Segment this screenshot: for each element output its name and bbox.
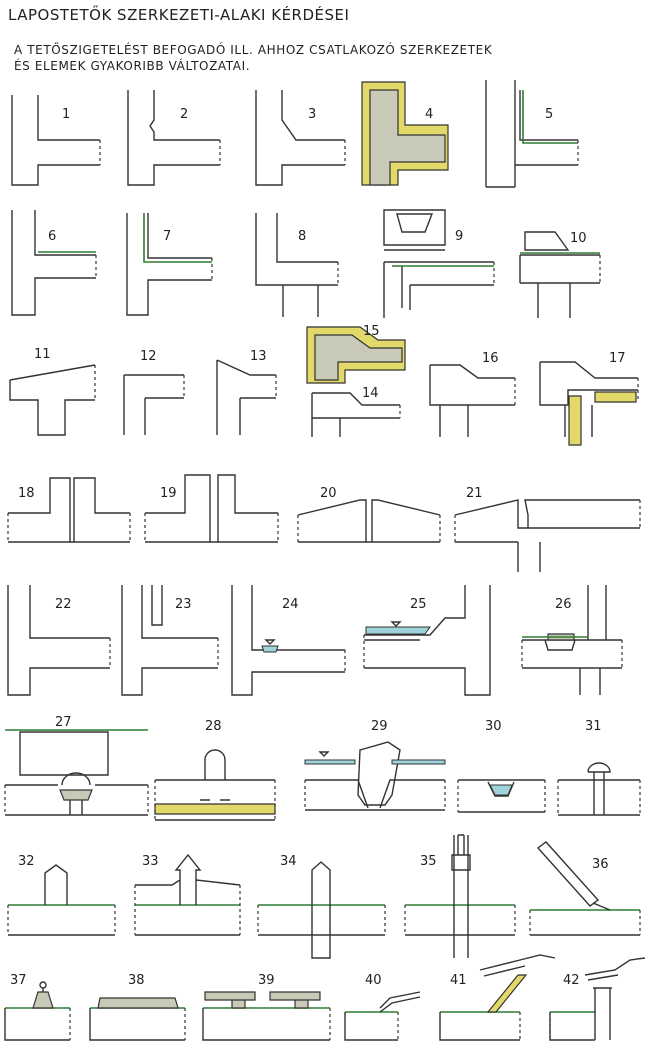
detail-number-22: 22 <box>55 597 72 612</box>
detail-18: 18 <box>7 477 131 543</box>
detail-number-23: 23 <box>175 597 192 612</box>
detail-number-21: 21 <box>466 486 483 501</box>
detail-25: 25 <box>363 585 491 696</box>
detail-14: 14 <box>311 386 401 437</box>
detail-40: 40 <box>344 973 421 1041</box>
detail-41: 41 <box>439 954 556 1041</box>
detail-number-30: 30 <box>485 719 502 734</box>
detail-number-31: 31 <box>585 719 602 734</box>
detail-number-32: 32 <box>18 854 35 869</box>
detail-number-38: 38 <box>128 973 145 988</box>
detail-number-35: 35 <box>420 854 437 869</box>
detail-37: 37 <box>4 973 71 1041</box>
detail-34: 34 <box>257 854 386 959</box>
detail-27: 27 <box>4 715 149 816</box>
detail-number-12: 12 <box>140 349 157 364</box>
detail-8: 8 <box>255 213 339 317</box>
detail-30: 30 <box>457 719 546 813</box>
detail-number-2: 2 <box>180 107 188 122</box>
detail-number-40: 40 <box>365 973 382 988</box>
detail-36: 36 <box>529 841 641 936</box>
detail-33: 33 <box>134 853 241 936</box>
detail-32: 32 <box>7 854 116 936</box>
detail-number-16: 16 <box>482 351 499 366</box>
detail-39: 39 <box>202 973 331 1041</box>
detail-number-20: 20 <box>320 486 337 501</box>
detail-2: 2 <box>127 90 221 186</box>
detail-number-11: 11 <box>34 347 51 362</box>
detail-number-6: 6 <box>48 229 56 244</box>
detail-number-39: 39 <box>258 973 275 988</box>
detail-15: 15 <box>306 324 406 384</box>
detail-16: 16 <box>429 351 516 437</box>
detail-number-14: 14 <box>362 386 379 401</box>
detail-1: 1 <box>11 95 101 186</box>
detail-number-4: 4 <box>425 107 433 122</box>
detail-3: 3 <box>255 90 346 186</box>
detail-number-17: 17 <box>609 351 626 366</box>
detail-number-34: 34 <box>280 854 297 869</box>
detail-35: 35 <box>404 834 516 958</box>
detail-22: 22 <box>7 585 111 696</box>
detail-13: 13 <box>216 349 277 435</box>
detail-number-8: 8 <box>298 229 306 244</box>
detail-7: 7 <box>126 213 213 316</box>
detail-31: 31 <box>557 719 641 816</box>
detail-10: 10 <box>519 231 601 318</box>
detail-12: 12 <box>123 349 185 435</box>
detail-19: 19 <box>144 474 279 543</box>
detail-number-33: 33 <box>142 854 159 869</box>
detail-number-1: 1 <box>62 107 70 122</box>
detail-number-27: 27 <box>55 715 72 730</box>
detail-number-19: 19 <box>160 486 177 501</box>
detail-6: 6 <box>11 210 97 316</box>
detail-number-26: 26 <box>555 597 572 612</box>
detail-24: 24 <box>231 585 346 696</box>
detail-4: 4 <box>361 81 449 186</box>
detail-17: 17 <box>539 351 639 446</box>
detail-number-28: 28 <box>205 719 222 734</box>
detail-number-42: 42 <box>563 973 580 988</box>
detail-number-37: 37 <box>10 973 27 988</box>
page-title: LAPOSTETŐK SZERKEZETI-ALAKI KÉRDÉSEI <box>8 6 350 24</box>
detail-11: 11 <box>9 347 96 436</box>
detail-29: 29 <box>304 719 446 811</box>
detail-number-24: 24 <box>282 597 299 612</box>
detail-9: 9 <box>383 209 495 318</box>
detail-number-18: 18 <box>18 486 35 501</box>
detail-number-15: 15 <box>363 324 380 339</box>
detail-number-3: 3 <box>308 107 316 122</box>
detail-number-7: 7 <box>163 229 171 244</box>
page-subtitle: A TETŐSZIGETELÉST BEFOGADÓ ILL. AHHOZ CS… <box>14 42 492 74</box>
detail-number-13: 13 <box>250 349 267 364</box>
detail-28: 28 <box>154 719 276 821</box>
detail-5: 5 <box>485 80 579 188</box>
detail-38: 38 <box>89 973 186 1041</box>
detail-number-9: 9 <box>455 229 463 244</box>
detail-number-29: 29 <box>371 719 388 734</box>
detail-26: 26 <box>521 585 623 695</box>
detail-42: 42 <box>549 957 646 1041</box>
detail-21: 21 <box>454 486 641 572</box>
subtitle-line-2: ÉS ELEMEK GYAKORIBB VÁLTOZATAI. <box>14 59 251 73</box>
detail-number-25: 25 <box>410 597 427 612</box>
detail-number-5: 5 <box>545 107 553 122</box>
detail-23: 23 <box>121 585 219 696</box>
subtitle-line-1: A TETŐSZIGETELÉST BEFOGADÓ ILL. AHHOZ CS… <box>14 43 493 57</box>
detail-20: 20 <box>297 486 441 543</box>
detail-number-10: 10 <box>570 231 587 246</box>
detail-number-36: 36 <box>592 857 609 872</box>
detail-number-41: 41 <box>450 973 467 988</box>
